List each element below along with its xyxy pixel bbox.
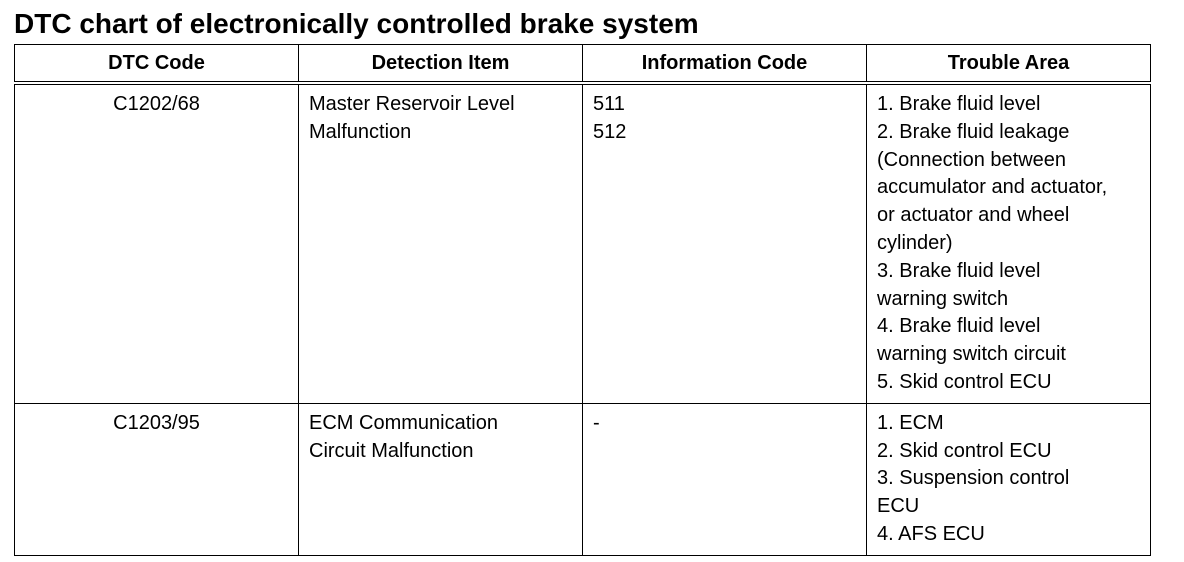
trouble-area-line: (Connection between <box>877 148 1067 171</box>
trouble-area-line: 1. Brake fluid level <box>877 93 1041 115</box>
header-dtc-code: DTC Code <box>14 44 299 85</box>
information-code-line: - <box>593 411 600 434</box>
trouble-area-line: ECU <box>877 495 920 518</box>
trouble-area-line: 2. Skid control ECU <box>877 439 1052 462</box>
header-detection-item: Detection Item <box>298 44 583 85</box>
header-trouble-area: Trouble Area <box>866 44 1151 85</box>
trouble-area-line: 4. Brake fluid level <box>877 315 1041 338</box>
page-title: DTC chart of electronically controlled b… <box>14 8 699 39</box>
detection-item-line: ECM Communication <box>309 411 498 434</box>
trouble-area-line: 2. Brake fluid leakage <box>877 120 1070 143</box>
trouble-area-line: warning switch <box>877 287 1009 310</box>
dtc-code-cell: C1203/95 <box>14 402 299 556</box>
information-code-cell: - <box>582 402 867 556</box>
trouble-area-line: or actuator and wheel <box>877 204 1070 227</box>
table-row: C1203/95 ECM Communication Circuit Malfu… <box>14 402 1151 556</box>
dtc-code: C1202/68 <box>113 93 200 115</box>
header-information-code: Information Code <box>582 44 867 85</box>
trouble-area-cell: 1. Brake fluid level 2. Brake fluid leak… <box>866 82 1151 404</box>
table-row: C1202/68 Master Reservoir Level Malfunct… <box>14 82 1151 404</box>
trouble-area-line: cylinder) <box>877 231 953 254</box>
detection-item-line: Malfunction <box>309 120 412 143</box>
information-code-cell: 511 512 <box>582 82 867 404</box>
detection-item-cell: ECM Communication Circuit Malfunction <box>298 402 583 556</box>
trouble-area-line: warning switch circuit <box>877 343 1066 366</box>
information-code-line: 512 <box>593 120 627 143</box>
dtc-code-cell: C1202/68 <box>14 82 299 404</box>
trouble-area-line: 5. Skid control ECU <box>877 370 1052 393</box>
dtc-code: C1203/95 <box>113 411 200 434</box>
trouble-area-line: 1. ECM <box>877 411 944 434</box>
trouble-area-line: 3. Brake fluid level <box>877 259 1041 282</box>
information-code-line: 511 <box>593 93 625 115</box>
trouble-area-line: 3. Suspension control <box>877 467 1070 490</box>
detection-item-line: Circuit Malfunction <box>309 439 474 462</box>
dtc-table: DTC Code Detection Item Information Code… <box>14 44 1151 556</box>
table-header-row: DTC Code Detection Item Information Code… <box>14 44 1151 85</box>
trouble-area-line: 4. AFS ECU <box>877 522 985 545</box>
trouble-area-cell: 1. ECM 2. Skid control ECU 3. Suspension… <box>866 402 1151 556</box>
detection-item-line: Master Reservoir Level <box>309 93 515 115</box>
detection-item-cell: Master Reservoir Level Malfunction <box>298 82 583 404</box>
trouble-area-line: accumulator and actuator, <box>877 176 1108 199</box>
